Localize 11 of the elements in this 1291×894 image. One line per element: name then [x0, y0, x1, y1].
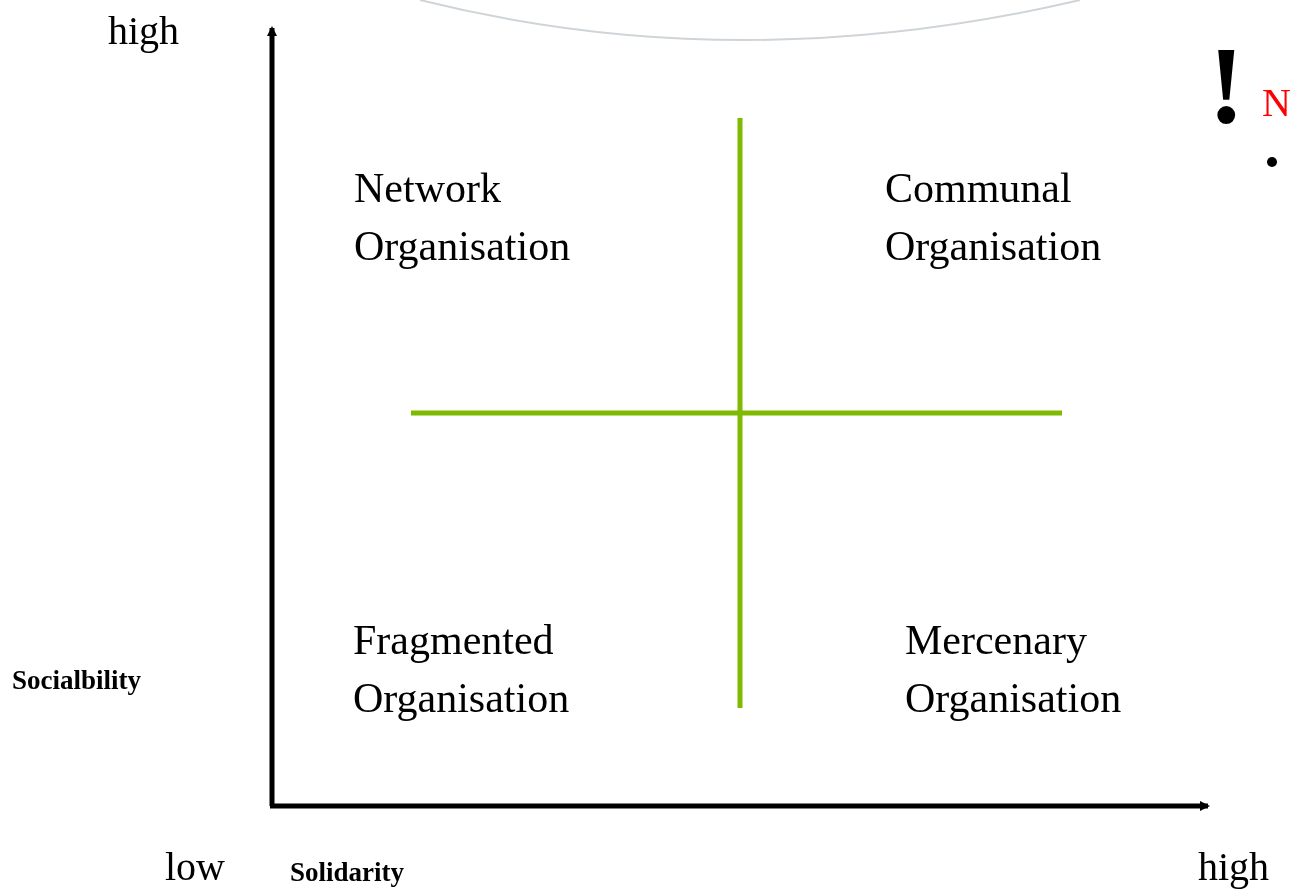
- quadrant-label: Network Organisation: [354, 164, 572, 271]
- axis-title: Socialbility: [12, 664, 141, 697]
- axis-label: low: [165, 843, 225, 891]
- truncated-text: N: [1262, 79, 1291, 127]
- axis-title: Solidarity: [290, 856, 404, 889]
- quadrant-label: Fragmented Organisation: [353, 616, 571, 723]
- quadrant-label: Mercenary Organisation: [905, 616, 1123, 723]
- quadrant-label: Communal Organisation: [885, 164, 1103, 271]
- exclamation-mark: !: [1208, 30, 1245, 140]
- axis-label: high: [108, 7, 180, 55]
- axis-label: high: [1198, 843, 1270, 891]
